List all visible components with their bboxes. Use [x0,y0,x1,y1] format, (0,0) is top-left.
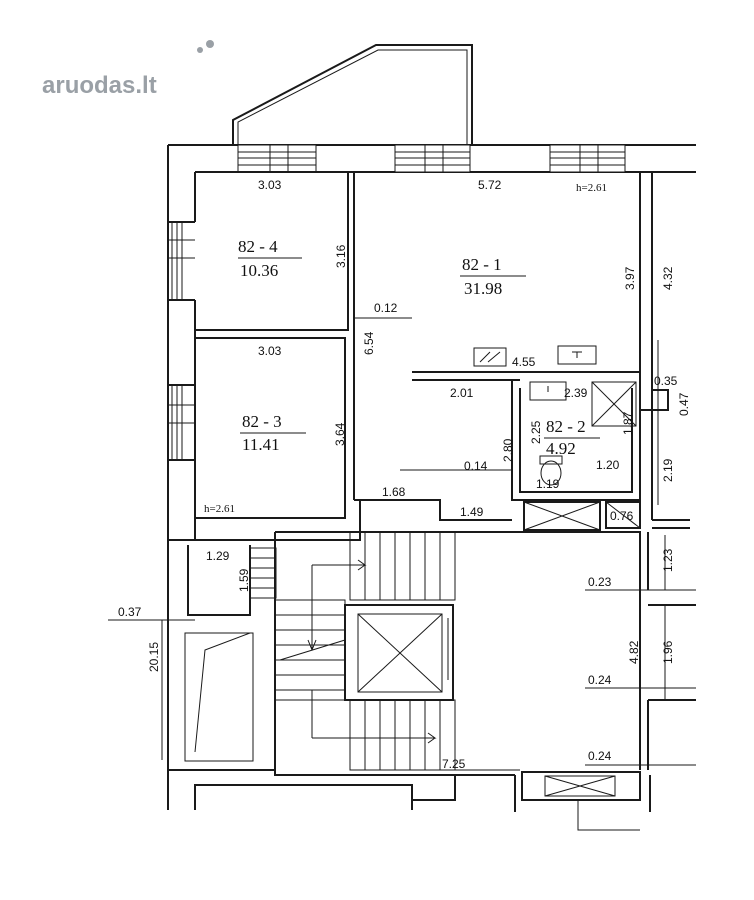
dim-label: 2.25 [529,420,543,444]
vent-shaft-3 [521,771,641,801]
room-id: 82 - 4 [238,237,278,256]
room-id: 82 - 2 [546,417,586,436]
room-82-1-walls [354,172,653,521]
partition-wall [347,172,355,500]
elevator-symbol [344,604,454,701]
room-area: 10.36 [240,261,278,280]
dim-label: 7.25 [442,757,466,771]
dim-label: 5.72 [478,178,502,192]
dim-label: 0.24 [588,749,612,763]
dim-label: 20.15 [147,642,161,672]
dim-label: 3.16 [334,244,348,268]
room-label-82-3: 82 - 3 11.41 [240,412,306,454]
dim-label: 4.55 [512,355,536,369]
right-stub-wall [652,519,690,529]
dim-label: 1.19 [536,477,560,491]
room-area: 11.41 [242,435,280,454]
balcony-inner [237,49,468,145]
dim-label: 2.01 [450,386,474,400]
dim-label: 0.24 [588,673,612,687]
stair-flight-upper [349,531,456,601]
dim-label: 0.37 [118,605,142,619]
dimension-labels: 3.03 5.72 3.16 3.97 4.32 0.12 6.54 3.03 … [118,178,691,771]
dim-label: 1.87 [621,411,635,435]
aruodas-logo: aruodas.lt [42,40,214,99]
sink-symbol [529,381,567,401]
dim-label: 1.20 [596,458,620,472]
room-id: 82 - 1 [462,255,502,274]
dim-label: 0.35 [654,374,678,388]
vent-shaft-2 [605,501,641,529]
ceiling-height-label: h=2.61 [204,503,235,515]
kitchen-sink-symbol [557,345,597,365]
dim-label: 1.49 [460,505,484,519]
dim-label: 2.80 [501,438,515,462]
room-label-82-1: 82 - 1 31.98 [460,255,526,298]
stair-flight-lower [349,699,456,771]
dim-label: 3.03 [258,344,282,358]
svg-text:aruodas.lt: aruodas.lt [42,72,157,99]
room-area: 31.98 [464,279,502,298]
stove-symbol [473,347,507,367]
room-area: 4.92 [546,439,576,458]
room-82-3-walls [168,337,361,541]
dim-label: 3.64 [333,422,347,446]
dim-label: 4.32 [661,266,675,290]
dim-label: 4.82 [627,640,641,664]
dim-label: 1.68 [382,485,406,499]
dim-label: 6.54 [362,331,376,355]
right-column [639,380,669,411]
dim-label: 2.39 [564,386,588,400]
small-stair [249,547,277,599]
stair-flight-left [274,559,437,744]
dim-label: 0.12 [374,301,398,315]
bathroom-walls [511,380,641,501]
storage-walls [168,545,275,771]
dim-label: 1.23 [661,548,675,572]
dim-label: 3.03 [258,178,282,192]
bottom-detail [577,800,640,831]
left-windows [168,222,195,460]
room-label-82-4: 82 - 4 10.36 [238,237,302,280]
dim-label: 0.23 [588,575,612,589]
dim-label: 1.29 [206,549,230,563]
bottom-walls [194,775,651,812]
balcony-outline [232,44,473,145]
room-label-82-2: 82 - 2 4.92 [544,417,600,458]
dimension-lines [108,317,696,771]
logo-text: aruodas [42,72,135,99]
stairwell-walls [274,531,696,776]
dim-label: 1.96 [661,640,675,664]
dim-label: 1.59 [237,568,251,592]
room-id: 82 - 3 [242,412,282,431]
top-windows [237,144,626,173]
dim-label: 0.47 [677,392,691,416]
toilet-symbol [539,455,563,486]
dim-label: 0.14 [464,459,488,473]
shower-symbol [591,381,637,427]
ceiling-height-label: h=2.61 [576,182,607,194]
dim-label: 2.19 [661,458,675,482]
vent-shaft-1 [523,501,601,531]
logo-suffix: .lt [135,72,156,99]
dim-label: 0.76 [610,509,634,523]
dim-label: 3.97 [623,266,637,290]
chute-symbol [184,632,254,762]
